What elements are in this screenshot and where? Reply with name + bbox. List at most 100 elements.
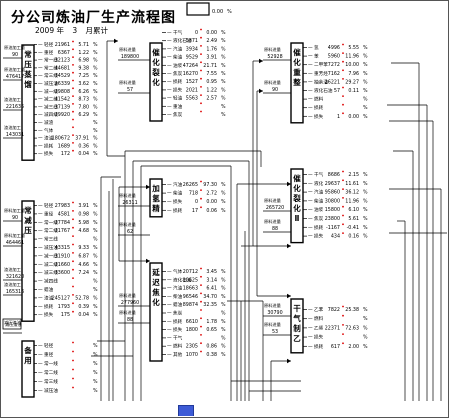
product-unit-coker: %	[221, 269, 226, 275]
change-marker-atm	[72, 56, 74, 58]
change-marker-atm	[72, 103, 74, 105]
product-pct-atm: 6.98	[78, 58, 89, 64]
product-pct-fcc: 2.49	[206, 38, 217, 44]
unit-name-char-coker: 延	[151, 267, 160, 277]
unit-name-char-coker: 化	[152, 297, 160, 307]
product-name-reform: 一 损失	[308, 113, 324, 120]
product-qty-atm: 180672	[52, 136, 70, 142]
change-marker-gas	[342, 305, 344, 308]
product-pct-cdu2: 0.98	[78, 211, 89, 217]
product-name-coker: 一 蜡油	[167, 301, 183, 308]
product-name-fcc: 一 焦炭	[167, 70, 183, 77]
product-unit-spare: %	[93, 388, 98, 394]
input-value-gas: 53	[272, 329, 278, 335]
product-name-reform: 一 氢	[308, 44, 319, 51]
change-marker-cdu2	[72, 201, 74, 204]
change-marker-cdu2	[72, 210, 74, 212]
change-marker-fcc2	[342, 205, 344, 208]
product-name-cdu2: 一 损耗	[38, 303, 54, 310]
product-qty-atm: 6367	[58, 50, 70, 56]
input-label-atm: 原油加工量	[4, 66, 25, 73]
product-qty-fcc: 9529	[186, 55, 198, 61]
product-qty-fcc2: 23800	[325, 216, 340, 222]
product-unit-gas: %	[363, 316, 368, 322]
unit-name-char-atm: 压	[24, 60, 32, 69]
product-name-atm: 一 常三线	[38, 72, 58, 79]
change-marker-fcc	[200, 77, 202, 80]
product-qty-reform: 4996	[328, 45, 340, 51]
input-label-atm: 渣油加工	[4, 124, 21, 131]
period-line: 2009 年 3 月累计	[35, 25, 114, 36]
input-value-coker: 88	[127, 317, 133, 323]
input-label-hyd: 原料进量	[119, 192, 136, 199]
period-label: 月累计	[85, 26, 109, 35]
input-value-atm: 90	[12, 52, 18, 58]
product-pct-atm: 8.73	[78, 97, 89, 103]
input-value-hyd: 62	[127, 229, 133, 235]
product-pct-cdu2: 0.04	[78, 312, 89, 318]
product-pct-atm: 6.26	[78, 89, 89, 95]
product-qty-atm: 32123	[55, 58, 70, 64]
product-pct-fcc2: 36.12	[345, 190, 359, 196]
product-unit-hyd: %	[221, 208, 226, 214]
product-qty-cdu2: 4581	[58, 211, 70, 217]
product-qty-fcc: 47264	[183, 63, 198, 69]
product-unit-reform: %	[363, 54, 368, 60]
product-name-hyd: 一 柴油	[167, 190, 183, 197]
unit-name-char-cdu2: 常	[24, 205, 32, 215]
product-unit-fcc2: %	[363, 234, 368, 240]
product-name-fcc2: 一 液化	[308, 180, 324, 187]
product-unit-atm: %	[93, 112, 98, 118]
change-marker-atm	[72, 134, 74, 137]
product-pct-fcc: 21.71	[203, 63, 217, 69]
product-unit-coker: %	[221, 327, 226, 333]
product-qty-reform: 7162	[328, 71, 340, 77]
flow-arrow	[259, 88, 263, 94]
product-pct-fcc: 1.22	[206, 87, 217, 93]
product-pct-cdu2: 6.87	[78, 253, 89, 259]
change-marker-gas	[342, 342, 344, 345]
change-marker-coker	[200, 325, 202, 328]
product-qty-cdu2: 175	[61, 312, 70, 318]
product-name-coker: 一 汽油	[167, 285, 183, 292]
change-marker-atm	[72, 142, 74, 144]
flow-arrow	[146, 258, 150, 264]
product-pct-coker: 0.65	[206, 327, 217, 333]
product-unit-fcc: %	[221, 46, 226, 52]
product-unit-fcc: %	[221, 30, 226, 36]
product-unit-atm: %	[93, 151, 98, 157]
product-unit-cdu2: %	[93, 253, 98, 259]
product-name-fcc: 一 轻油	[167, 95, 183, 102]
product-qty-atm: 44681	[55, 65, 70, 71]
product-name-fcc2: 一 焦炭	[308, 215, 324, 222]
product-unit-atm: %	[93, 65, 98, 71]
product-unit-reform: %	[363, 45, 368, 51]
change-marker-cdu2	[72, 302, 74, 305]
product-unit-fcc: %	[221, 63, 226, 69]
change-marker-spare	[72, 350, 74, 353]
product-qty-fcc2: -1167	[326, 225, 340, 231]
input-label-fcc: 原料进量	[119, 79, 136, 86]
period-year: 2009 年	[35, 26, 64, 35]
product-qty-cdu2: 33600	[55, 270, 70, 276]
product-qty-atm: 26339	[55, 81, 70, 87]
change-marker-coker	[200, 292, 202, 295]
product-name-spare: 一 重径	[38, 351, 54, 358]
product-name-reform: 一 苯	[308, 53, 319, 60]
product-pct-atm: 37.91	[75, 136, 89, 142]
product-pct-fcc: 0.00	[206, 30, 217, 36]
product-qty-fcc: 5371	[186, 38, 198, 44]
change-marker-fcc2	[342, 170, 344, 173]
input-value-coker: 277960	[121, 300, 139, 306]
product-pct-atm: 6.29	[78, 112, 89, 118]
unit-name-char-coker: 迟	[152, 277, 160, 287]
input-label-cdu2: 渣油加工	[4, 281, 21, 288]
change-marker-hyd	[200, 180, 202, 183]
unit-name-char-spare: 备	[23, 345, 32, 355]
product-name-fcc2: 一 汽油	[308, 189, 324, 196]
product-qty-coker: 96546	[183, 294, 198, 300]
product-unit-coker: %	[221, 344, 226, 350]
product-unit-fcc2: %	[363, 181, 368, 187]
unit-name-char-hyd: 精	[152, 203, 160, 213]
scroll-down-button[interactable]	[178, 405, 194, 416]
